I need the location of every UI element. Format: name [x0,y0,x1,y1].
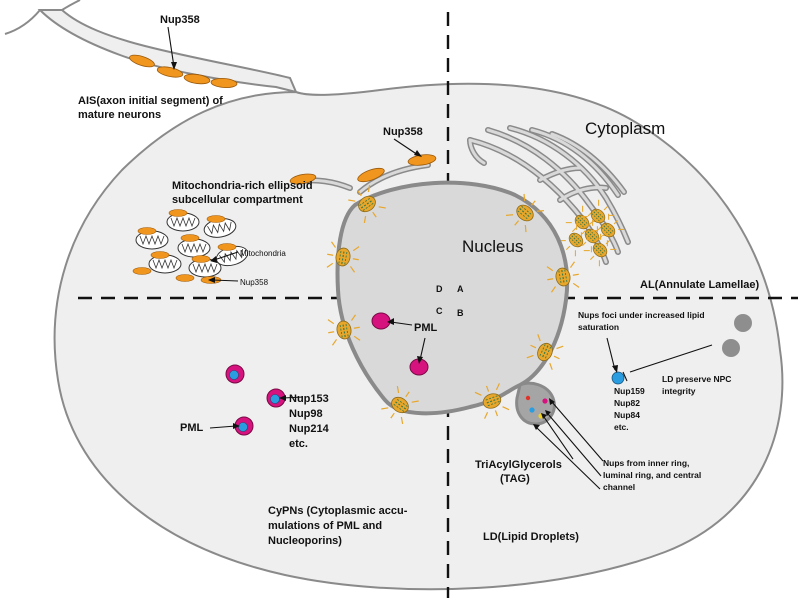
nup-foci-line1: Nups foci under increased lipid [578,310,705,320]
cypn-label-line3: Nucleoporins) [268,535,342,547]
quadrant-a-label: A [457,284,464,294]
al-label: AL(Annulate Lamellae) [640,279,760,291]
ais-nup358-group [129,54,238,88]
nups-inner-line1: Nups from inner ring, [603,458,689,468]
mito-compartment-line2: subcellular compartment [172,194,303,206]
axon-branch [61,0,81,11]
nup-foci-dot [611,371,625,385]
ld-grey-circle [722,339,740,357]
quadrant-d-label: D [436,284,443,294]
annulate-lamellae-inner [468,126,630,264]
pointer-lines [167,26,713,490]
mito-compartment-line1: Mitochondria-rich ellipsoid [172,180,313,192]
quadrant-b-label: B [457,308,464,318]
nucleus-label: Nucleus [462,237,523,256]
nup159-label: Nup159 [614,386,645,396]
nup-foci-line2: saturation [578,322,619,332]
cytoplasm-label: Cytoplasm [585,119,665,138]
etc-right-label: etc. [614,422,629,432]
pml-bodies-nucleus [371,312,429,376]
nup82-label: Nup82 [614,398,640,408]
ais-nup358-label: Nup358 [160,14,200,26]
mito-nup358-label: Nup358 [240,278,269,287]
tag-label-line1: TriAcylGlycerols [475,459,562,471]
nucleus [335,180,570,416]
etc-left-label: etc. [289,438,308,450]
ne-nup358-label: Nup358 [383,126,423,138]
ld-grey-circle [734,314,752,332]
nups-inner-line3: channel [603,482,635,492]
nup84-label: Nup84 [614,410,640,420]
nup153-label: Nup153 [289,393,329,405]
arrowheads [171,62,618,430]
ld-label: LD(Lipid Droplets) [483,531,579,543]
nup214-label: Nup214 [289,423,330,435]
er-nup358-group [289,154,437,185]
pml-cyto-label: PML [180,422,204,434]
mitochondria-label: Mitochondria [240,249,286,258]
quadrant-c-label: C [436,306,443,316]
cypn-label-line1: CyPNs (Cytoplasmic accu- [268,505,408,517]
ld-preserve-line2: integrity [662,386,696,396]
nups-inner-line2: luminal ring, and central [603,470,701,480]
nup98-label: Nup98 [289,408,323,420]
ais-label-line1: AIS(axon initial segment) of [78,95,223,107]
lipid-droplet [515,381,556,426]
pml-nucleus-label: PML [414,322,438,334]
cypn-label-line2: mulations of PML and [268,520,382,532]
ais-label-line2: mature neurons [78,109,161,121]
tag-label-line2: (TAG) [500,473,530,485]
axon-branch [4,9,41,35]
ld-preserve-line1: LD preserve NPC [662,374,731,384]
